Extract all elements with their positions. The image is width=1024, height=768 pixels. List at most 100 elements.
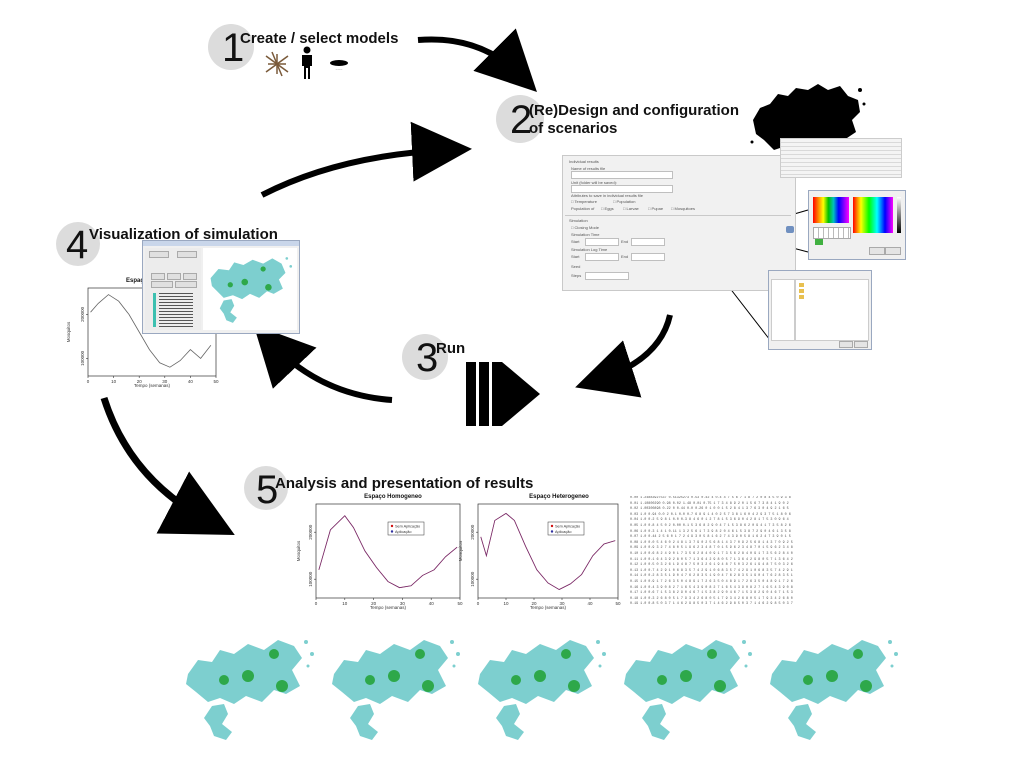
legend-box: [547, 521, 585, 536]
arrow-4-to-2: [260, 121, 472, 198]
x-tick-label: 40: [587, 601, 593, 606]
viewer-button[interactable]: [151, 273, 165, 280]
scenario-config-form: Individual results Name of results file …: [562, 155, 796, 291]
raw-results-text: 0.00 1.24883927537 0.51325273 0.53 0.42 …: [630, 496, 794, 608]
label-unit: Unit (folder will be saved):: [571, 180, 618, 185]
chk-eggs[interactable]: □ Eggs: [601, 206, 614, 211]
file-dialog-cancel-button[interactable]: [854, 341, 868, 348]
map-islet: [450, 640, 454, 644]
chk-larvae-label: Larvae: [626, 206, 639, 211]
y-tick-label: 100000: [308, 571, 313, 587]
x-tick-label: 0: [87, 379, 90, 384]
unit-field[interactable]: [571, 185, 673, 193]
viewer-button[interactable]: [175, 281, 197, 288]
x-tick-label: 10: [503, 601, 509, 606]
section-simulation: Simulation: [569, 218, 588, 223]
label-log-time: Simulation Log Time: [571, 247, 608, 252]
chk-eggs-label: Eggs: [604, 206, 614, 211]
infection-focus: [422, 680, 434, 692]
legend-marker: [390, 530, 394, 533]
label-seed: Seed: [571, 264, 581, 269]
folder-icon: [799, 283, 804, 287]
file-open-dialog: [768, 270, 872, 350]
data-table-thumbnail: [780, 138, 902, 178]
raw-text-line: 0.18 1.0 0.3 2 6 8 0 5 1 7 9 3 4 2 6 8 0…: [630, 596, 793, 601]
step-1-circle: [208, 24, 254, 70]
chk-temperature-label: Temperature: [574, 199, 597, 204]
log-start-field[interactable]: [585, 253, 619, 261]
x-tick-label: 20: [531, 601, 537, 606]
sim-end-field[interactable]: [631, 238, 665, 246]
label-results-file: Name of results file: [571, 166, 606, 171]
folder-icon: [799, 295, 804, 299]
result-chart-1-title: Espaço Homogeneo: [364, 494, 422, 500]
viewer-button[interactable]: [177, 251, 197, 258]
selected-color-swatch: [815, 239, 823, 245]
map-islet: [890, 664, 894, 668]
chk-population[interactable]: □ Population: [613, 199, 636, 204]
viewer-legend-bar: [153, 293, 156, 327]
infection-focus: [561, 649, 571, 659]
y-tick-label: 100000: [80, 350, 85, 366]
map-islet: [598, 664, 602, 668]
map-islet: [310, 652, 314, 656]
color-gradient-field: [853, 197, 893, 233]
infection-focus: [707, 649, 717, 659]
y-tick-label: 200000: [308, 524, 313, 540]
infection-focus: [269, 649, 279, 659]
infection-focus: [415, 649, 425, 659]
step-2-title-line1: (Re)Design and configuration: [529, 102, 739, 119]
cancel-button[interactable]: [885, 247, 901, 255]
step-3-circle: [402, 334, 448, 380]
folder-icon: [799, 289, 804, 293]
person-icon: [302, 46, 312, 79]
viewer-titlebar: [143, 241, 299, 246]
x-axis-label: Tempo (semanas): [530, 605, 567, 610]
results-file-field[interactable]: [571, 171, 673, 179]
x-tick-label: 10: [342, 601, 348, 606]
map-islet: [894, 652, 898, 656]
x-tick-label: 30: [400, 601, 406, 606]
chk-closing-mode[interactable]: □ Closing Mode: [571, 225, 599, 230]
infection-focus: [680, 670, 692, 682]
raw-text-line: 0.13 1.0 0.7 4 2 9 1 0 6 8 3 5 7 4 2 9 1…: [630, 568, 793, 573]
label-log-start: Start: [571, 254, 580, 259]
raw-text-line: 0.10 1.0 0.6 8 2 4 9 0 1 7 3 5 6 2 8 4 0…: [630, 551, 793, 556]
raw-text-line: 0.14 1.0 0.2 8 3 5 1 9 0 4 7 6 2 8 3 5 1…: [630, 574, 793, 579]
viewer-button[interactable]: [151, 281, 173, 288]
raw-text-line: 0.07 1.0 0.44 2 5 6 0 1 7 2 4 9 3 0 5 8 …: [630, 535, 791, 540]
log-end-field[interactable]: [631, 253, 665, 261]
raw-text-line: 0.15 1.0 0.9 1 7 2 6 3 5 0 4 8 9 1 7 2 6…: [630, 579, 793, 584]
map-islet: [596, 640, 600, 644]
viewer-button[interactable]: [149, 251, 169, 258]
raw-text-line: 0.11 1.0 0.1 6 4 3 9 2 8 0 5 7 1 3 6 4 2…: [630, 557, 793, 562]
viewer-button[interactable]: [167, 273, 181, 280]
chk-mosquitoes[interactable]: □ Mosquitoes: [671, 206, 695, 211]
label-attributes: Attributes to save in individual results…: [571, 193, 644, 198]
viewer-button[interactable]: [183, 273, 197, 280]
x-tick-label: 20: [371, 601, 377, 606]
map-islet: [452, 664, 456, 668]
result-map: [332, 640, 460, 740]
steps-field[interactable]: [585, 272, 629, 280]
y-tick-label: 200000: [470, 524, 475, 540]
disc-icon: ~~~: [330, 60, 348, 72]
ok-button[interactable]: [869, 247, 885, 255]
map-island: [788, 704, 816, 740]
raw-text-line: 0.16 1.0 0.4 3 9 0 8 2 7 1 6 5 4 3 9 0 8…: [630, 585, 793, 590]
section-individual-results: Individual results: [569, 159, 599, 164]
y-axis-label: Mosquitos: [66, 321, 71, 342]
infection-focus: [365, 675, 375, 685]
chk-larvae[interactable]: □ Larvae: [623, 206, 639, 211]
infection-focus: [860, 680, 872, 692]
series-line: [318, 515, 458, 589]
chk-temperature[interactable]: □ Temperature: [571, 199, 597, 204]
chk-pupae[interactable]: □ Pupae: [648, 206, 664, 211]
map-island: [350, 704, 378, 740]
infection-focus: [803, 675, 813, 685]
raw-text-line: 0.12 1.0 0.5 0 3 2 6 1 9 4 8 7 5 0 3 2 6…: [630, 563, 793, 568]
sim-start-field[interactable]: [585, 238, 619, 246]
file-dialog-open-button[interactable]: [839, 341, 853, 348]
x-tick-label: 40: [429, 601, 435, 606]
